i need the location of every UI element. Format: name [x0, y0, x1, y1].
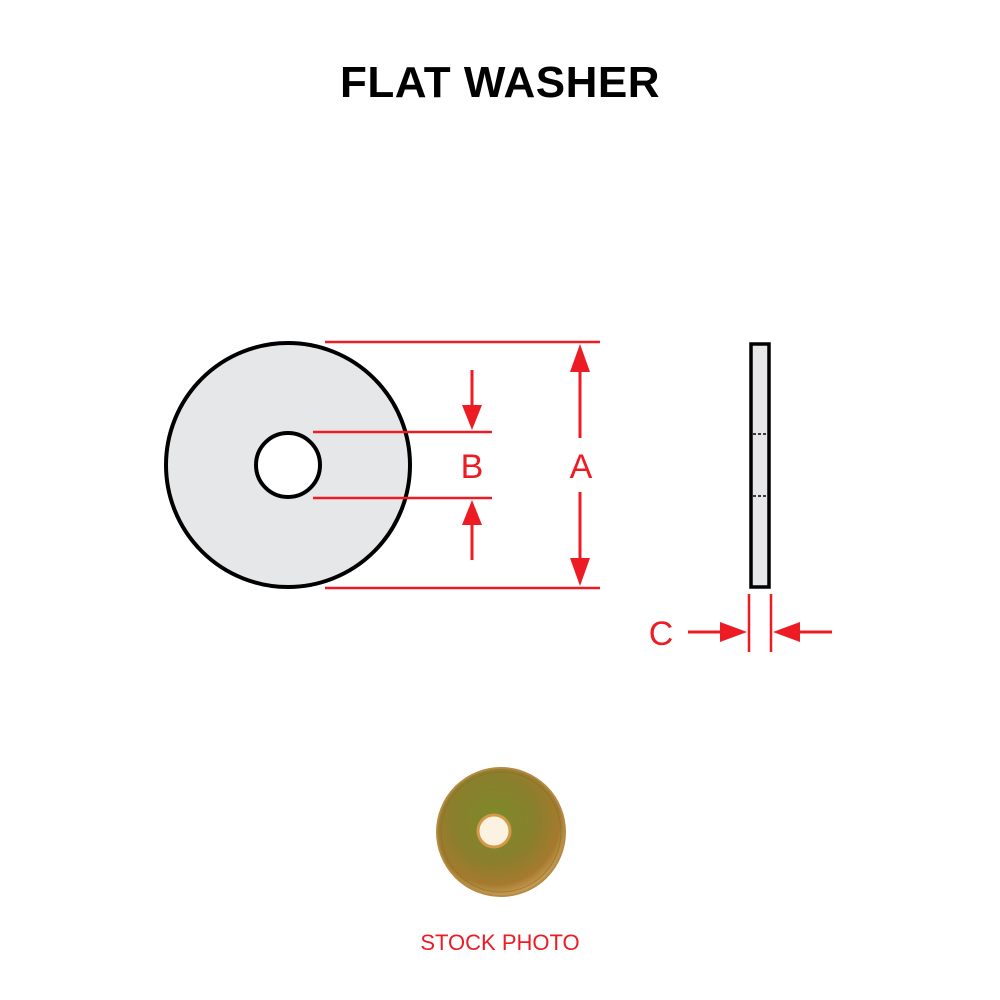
washer-front-view: [164, 341, 412, 589]
page-title: FLAT WASHER: [340, 58, 660, 107]
washer-side-view: [749, 342, 771, 589]
dimension-a: [325, 340, 600, 590]
dimension-b: [313, 370, 492, 560]
dimension-label-b: B: [461, 448, 484, 486]
dimension-label-a: A: [570, 448, 593, 486]
dimension-label-c: C: [649, 615, 674, 653]
dimension-c: [688, 594, 832, 652]
stock-photo-washer: [436, 767, 566, 897]
stock-photo-caption: STOCK PHOTO: [420, 930, 580, 955]
